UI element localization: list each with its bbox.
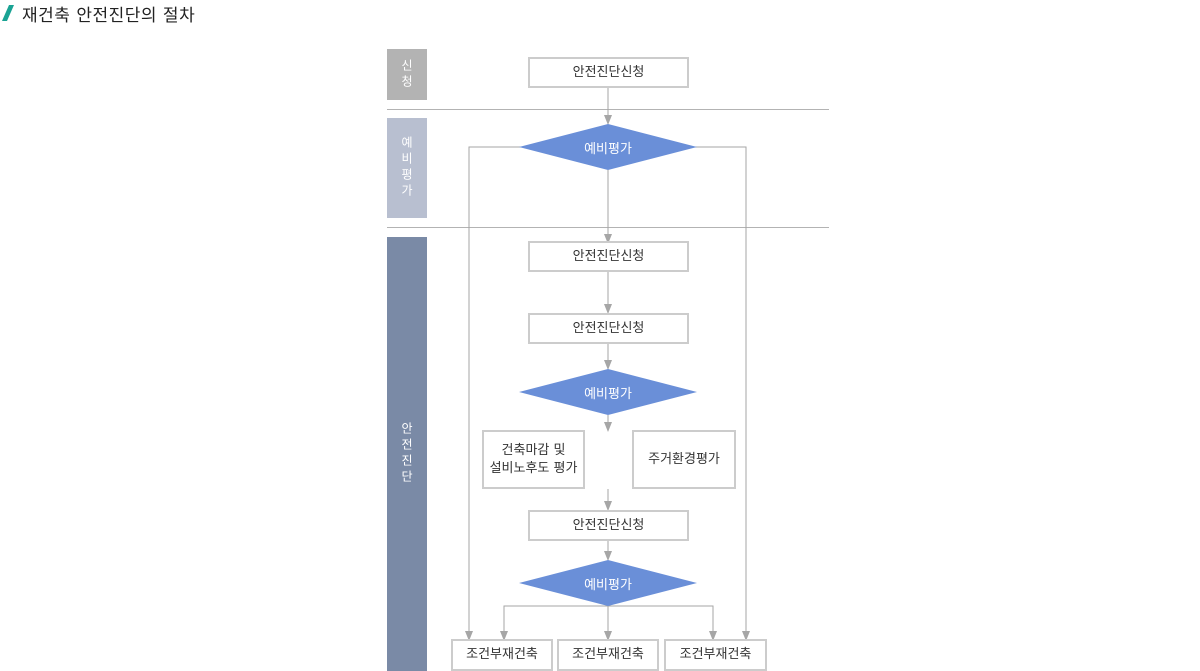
decision-diamond <box>519 560 697 606</box>
process-box: 안전진단신청 <box>528 510 689 541</box>
connector <box>608 605 717 641</box>
decision-diamond <box>519 369 697 415</box>
result-box: 조건부재건축 <box>664 639 767 671</box>
prelim-diamond-label: 예비평가 <box>584 141 632 157</box>
result-box: 조건부재건축 <box>557 639 659 671</box>
eval-box-building-finish: 건축마감 및 설비노후도 평가 <box>482 430 585 489</box>
diag-diamond-label: 예비평가 <box>584 386 632 402</box>
decision-diamond <box>519 124 697 170</box>
eval-box-living-environment: 주거환경평가 <box>632 430 736 489</box>
phase-apply: 신청 <box>387 49 427 100</box>
page-title: 재건축 안전진단의 절차 <box>22 5 196 26</box>
connector <box>500 605 608 641</box>
connector <box>465 146 521 641</box>
result-box: 조건부재건축 <box>451 639 553 671</box>
phase-prelim: 예비평가 <box>387 118 427 218</box>
header: 재건축 안전진단의 절차 <box>0 0 195 26</box>
process-box: 안전진단신청 <box>528 313 689 344</box>
slash-icon <box>2 5 14 21</box>
phase-diagnosis: 안전진단 <box>387 237 427 671</box>
process-box: 안전진단신청 <box>528 241 689 272</box>
diag-diamond-label: 예비평가 <box>584 577 632 593</box>
connector <box>695 146 750 641</box>
apply-box: 안전진단신청 <box>528 57 689 88</box>
